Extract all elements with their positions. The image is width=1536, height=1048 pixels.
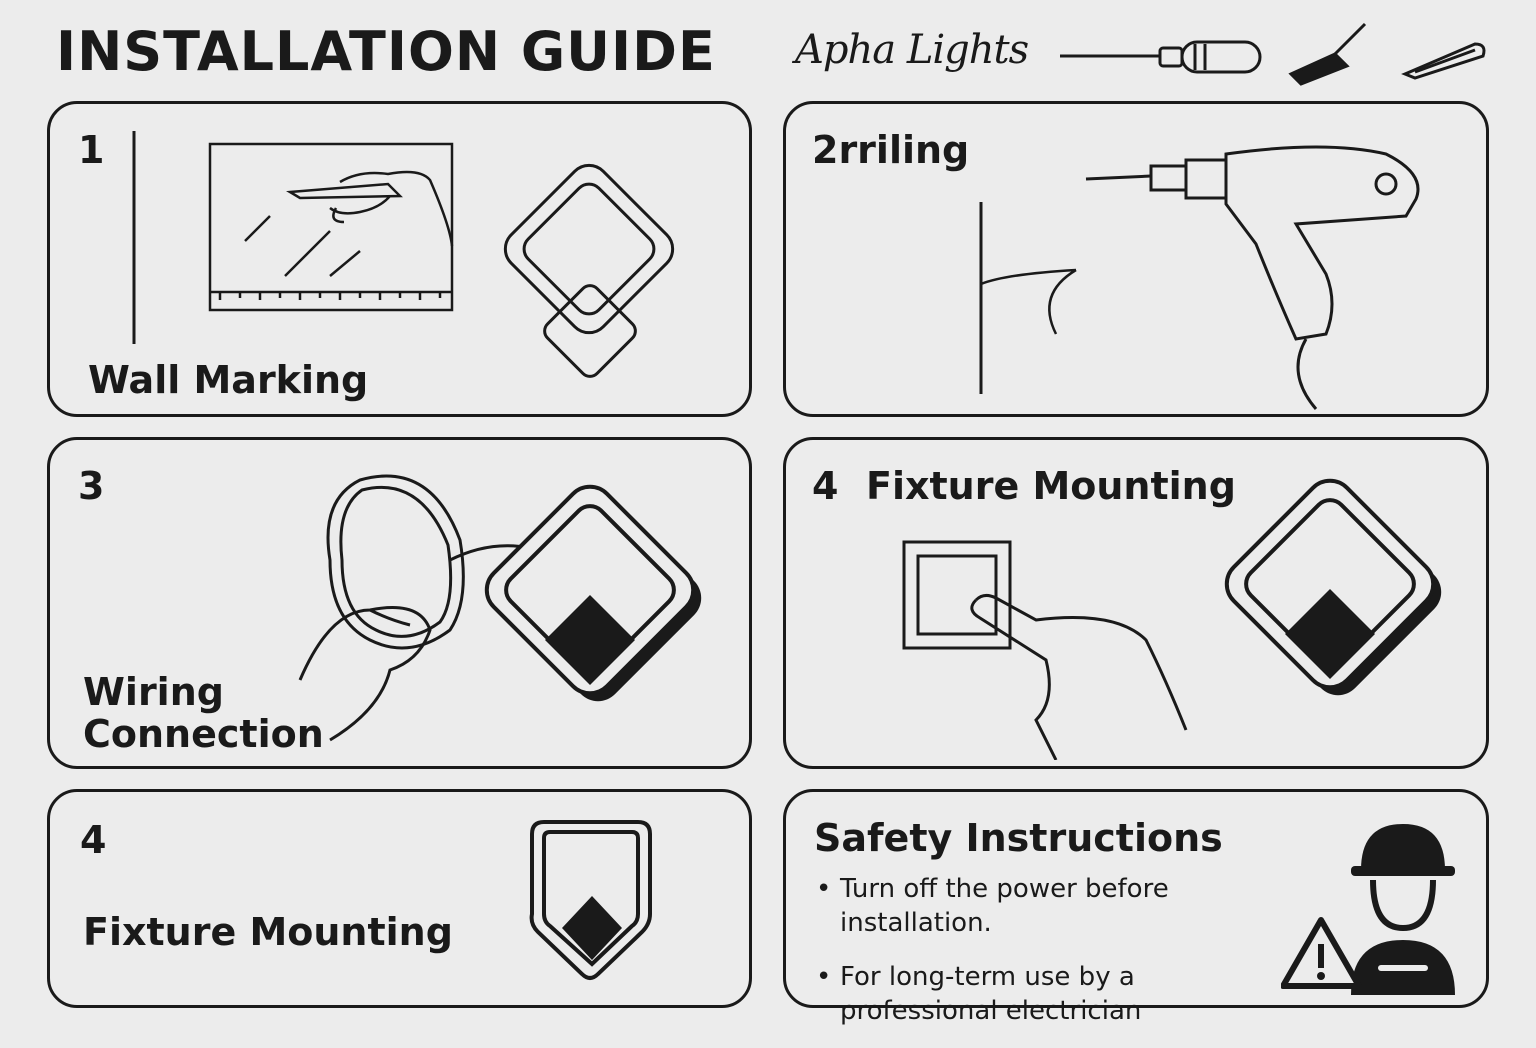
step-3-illustration bbox=[298, 474, 702, 742]
screwdriver-icon bbox=[1060, 40, 1262, 74]
step-1-panel: 1 Wall Marking bbox=[47, 101, 752, 417]
step-5-panel: 4 Fixture Mounting bbox=[47, 789, 752, 1008]
step-5-label: Fixture Mounting bbox=[83, 910, 453, 954]
step-2-panel: 2rriling bbox=[783, 101, 1489, 417]
brand-logo: Apha Lights bbox=[795, 27, 1029, 73]
safety-item: Turn off the power before installation. bbox=[816, 872, 1296, 940]
step-3-number: 3 bbox=[78, 464, 105, 508]
diamond-lamp-icon bbox=[1224, 478, 1442, 696]
wall-anchor-icon bbox=[1401, 42, 1486, 80]
step-1-label: Wall Marking bbox=[88, 358, 369, 402]
step-4-label: Fixture Mounting bbox=[866, 464, 1236, 508]
shield-lamp-icon bbox=[529, 820, 652, 980]
diamond-lamp-icon bbox=[484, 484, 702, 702]
step-3-label-line1: Wiring bbox=[83, 670, 224, 714]
safety-list: Turn off the power before installation. … bbox=[816, 872, 1296, 1048]
diamond-lamp-icon bbox=[503, 163, 675, 378]
warning-triangle-icon bbox=[1281, 917, 1362, 989]
wire-coil-icon bbox=[298, 474, 531, 742]
tools-illustration bbox=[1060, 22, 1486, 86]
step-1-number: 1 bbox=[78, 128, 105, 172]
safety-illustration bbox=[1281, 824, 1455, 995]
safety-title: Safety Instructions bbox=[814, 816, 1223, 860]
power-drill-icon bbox=[1085, 145, 1420, 410]
step-3-label-line2: Connection bbox=[83, 712, 324, 756]
step-2-label: 2rriling bbox=[812, 128, 970, 172]
step-4-panel: 4 Fixture Mounting bbox=[783, 437, 1489, 769]
step-4-illustration bbox=[902, 478, 1442, 760]
safety-panel: Safety Instructions Turn off the power b… bbox=[783, 789, 1489, 1026]
switch-press-icon bbox=[902, 540, 1188, 760]
page-title: INSTALLATION GUIDE bbox=[56, 20, 716, 83]
pencil-hand-icon bbox=[208, 142, 454, 312]
step-5-number: 4 bbox=[80, 818, 107, 862]
step-1-illustration bbox=[132, 131, 675, 378]
electrician-icon bbox=[1351, 824, 1455, 995]
small-screwdriver-icon bbox=[1288, 22, 1367, 86]
step-3-panel: 3 Wiring Connection bbox=[47, 437, 752, 769]
step-4-number: 4 bbox=[812, 464, 839, 508]
safety-item: For long-term use by a professional elec… bbox=[816, 960, 1296, 1028]
step-2-illustration bbox=[979, 145, 1420, 410]
